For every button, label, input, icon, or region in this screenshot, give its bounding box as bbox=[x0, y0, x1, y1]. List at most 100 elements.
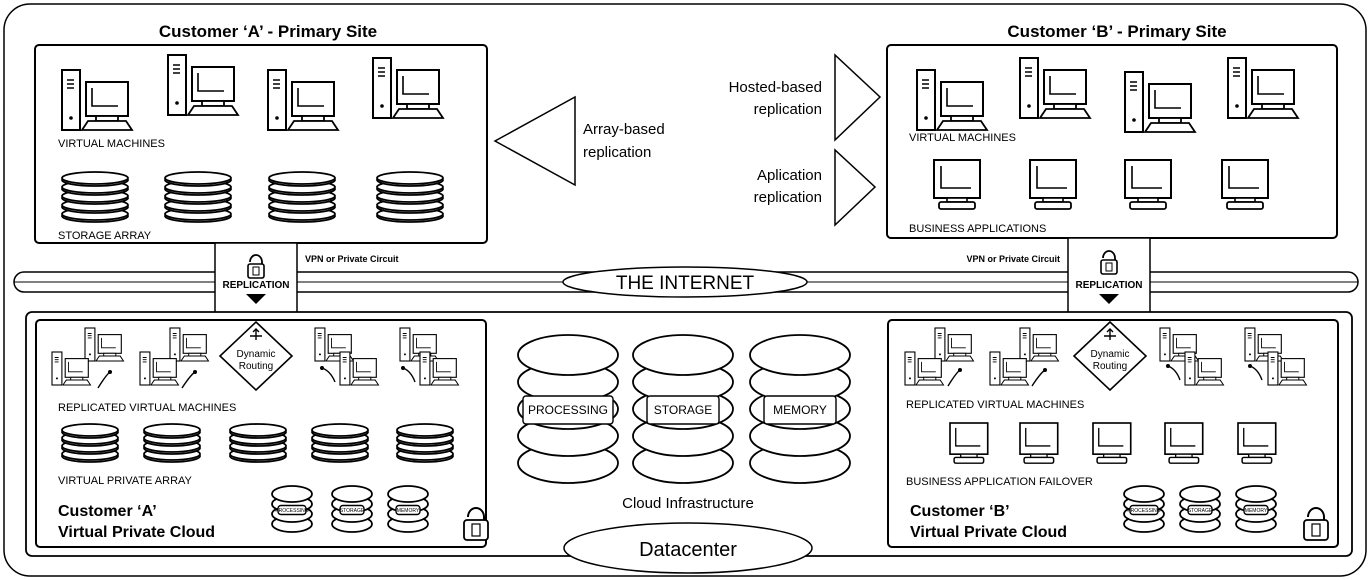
workstation-icon bbox=[169, 327, 210, 362]
server-tower-icon bbox=[267, 69, 287, 131]
monitor-icon bbox=[935, 81, 989, 131]
server-tower-icon bbox=[916, 69, 936, 131]
monitor-icon bbox=[180, 334, 210, 362]
disk-stack-icon bbox=[229, 423, 287, 463]
storage-cylinder: STORAGE bbox=[632, 334, 734, 484]
internet-label: THE INTERNET bbox=[616, 273, 755, 294]
monitor-icon bbox=[150, 358, 180, 386]
routing-label-line2: Routing bbox=[239, 361, 273, 372]
vpn-label-right: VPN or Private Circuit bbox=[966, 254, 1060, 264]
array-replication-line1: Array-based bbox=[583, 121, 665, 138]
replication-connector-left bbox=[214, 242, 298, 316]
vpc-a-replicated-vms-label: REPLICATED VIRTUAL MACHINES bbox=[58, 402, 236, 414]
workstation-icon bbox=[1267, 351, 1308, 386]
arrow-down-icon bbox=[1099, 294, 1119, 304]
customer-b-vm-group bbox=[916, 57, 1300, 133]
server-tower-icon bbox=[1019, 327, 1031, 362]
server-tower-icon bbox=[167, 54, 187, 116]
memory-label: MEMORY bbox=[773, 403, 827, 417]
workstation-icon bbox=[84, 327, 125, 362]
replication-label-right: REPLICATION bbox=[1075, 280, 1142, 291]
server-tower-icon bbox=[1267, 351, 1279, 386]
vpc-a-array-group bbox=[61, 423, 454, 463]
vpc-a-array-label: VIRTUAL PRIVATE ARRAY bbox=[58, 475, 193, 487]
vpc-b-replicated-vms-label: REPLICATED VIRTUAL MACHINES bbox=[906, 399, 1084, 411]
monitor-icon bbox=[1246, 69, 1300, 119]
customer-b-vm-label: VIRTUAL MACHINES bbox=[909, 132, 1016, 144]
hosted-replication-line1: Hosted-based bbox=[729, 79, 822, 96]
server-tower-icon bbox=[339, 351, 351, 386]
datacenter-ellipse bbox=[563, 522, 813, 574]
curved-arrow-icon bbox=[947, 368, 962, 387]
padlock-icon bbox=[247, 254, 265, 279]
server-tower-icon bbox=[934, 327, 946, 362]
routing-label-line1: Dynamic bbox=[1091, 349, 1130, 360]
workstation-icon bbox=[1184, 351, 1225, 386]
server-tower-icon bbox=[1184, 351, 1196, 386]
disk-stack-icon bbox=[376, 171, 444, 223]
customer-a-vm-group bbox=[61, 54, 445, 131]
routing-label-line2: Routing bbox=[1093, 361, 1127, 372]
server-tower-icon bbox=[989, 351, 1001, 386]
monitor-icon bbox=[945, 334, 975, 362]
vpc-b-mini-memory-label: MEMORY bbox=[1245, 508, 1268, 514]
vpn-label-left: VPN or Private Circuit bbox=[305, 254, 399, 264]
vpc-b-mini-processing-cylinder: PROCESSING bbox=[1123, 485, 1165, 533]
arrow-down-icon bbox=[246, 294, 266, 304]
disk-stack-icon bbox=[268, 171, 336, 223]
monitor-icon bbox=[949, 422, 989, 464]
customer-b-site-title: Customer ‘B’ - Primary Site bbox=[1007, 22, 1226, 41]
workstation-icon bbox=[1124, 71, 1197, 133]
monitor-icon bbox=[1237, 422, 1277, 464]
replication-label-left: REPLICATION bbox=[222, 280, 289, 291]
vpc-a-mini-memory-label: MEMORY bbox=[397, 508, 420, 514]
server-tower-icon bbox=[51, 351, 63, 386]
hosted-replication-line2: replication bbox=[754, 101, 822, 118]
workstation-icon bbox=[1227, 57, 1300, 119]
processing-cylinder: PROCESSING bbox=[517, 334, 619, 484]
array-replication-line2: replication bbox=[583, 144, 651, 161]
disk-stack-icon bbox=[164, 171, 232, 223]
monitor-icon bbox=[1000, 358, 1030, 386]
padlock-icon bbox=[463, 507, 489, 541]
server-tower-icon bbox=[1019, 57, 1039, 119]
curved-arrow-icon bbox=[1166, 364, 1181, 381]
app-replication-line1: Aplication bbox=[757, 167, 822, 184]
server-tower-icon bbox=[1227, 57, 1247, 119]
disk-stack-icon bbox=[311, 423, 369, 463]
workstation-icon bbox=[989, 351, 1030, 386]
server-tower-icon bbox=[61, 69, 81, 131]
server-tower-icon bbox=[314, 327, 326, 362]
server-tower-icon bbox=[1244, 327, 1256, 362]
vpc-a-mini-processing-cylinder: PROCESSING bbox=[271, 485, 313, 533]
datacenter-label: Datacenter bbox=[639, 539, 737, 561]
server-tower-icon bbox=[139, 351, 151, 386]
curved-arrow-icon bbox=[97, 370, 112, 389]
monitor-icon bbox=[286, 81, 340, 131]
vpc-b-mini-memory-cylinder: MEMORY bbox=[1235, 485, 1277, 533]
vpc-a-name-line1: Customer ‘A’ bbox=[58, 503, 157, 520]
monitor-icon bbox=[350, 358, 380, 386]
monitor-icon bbox=[1038, 69, 1092, 119]
storage-label: STORAGE bbox=[654, 403, 712, 417]
server-tower-icon bbox=[169, 327, 181, 362]
disk-stack-icon bbox=[143, 423, 201, 463]
workstation-icon bbox=[339, 351, 380, 386]
monitor-icon bbox=[1092, 422, 1132, 464]
disk-stack-icon bbox=[61, 171, 129, 223]
server-tower-icon bbox=[904, 351, 916, 386]
workstation-icon bbox=[267, 69, 340, 131]
vpc-b-mini-processing-label: PROCESSING bbox=[1127, 508, 1160, 514]
monitor-icon bbox=[1143, 83, 1197, 133]
curved-arrow-icon bbox=[401, 366, 416, 383]
workstation-icon bbox=[139, 351, 180, 386]
app-replication-triangle-icon bbox=[834, 148, 877, 227]
monitor-icon bbox=[1019, 422, 1059, 464]
padlock-icon bbox=[1100, 250, 1118, 275]
vpc-b-mini-storage-cylinder: STORAGE bbox=[1179, 485, 1221, 533]
workstation-icon bbox=[167, 54, 240, 116]
internet-ellipse bbox=[562, 266, 808, 298]
workstation-icon bbox=[904, 351, 945, 386]
